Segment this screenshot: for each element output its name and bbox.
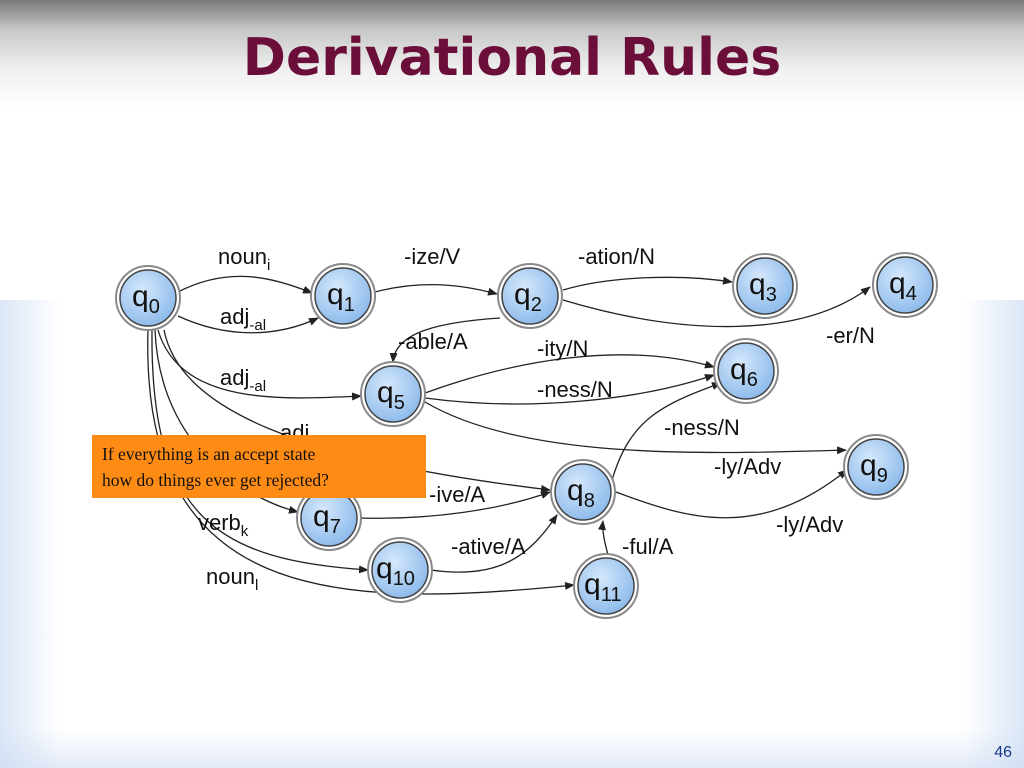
edge-q11-q8: [598, 520, 609, 556]
state-q5: q5: [360, 361, 426, 427]
callout-note-line-1: If everything is an accept state: [102, 444, 316, 464]
svg-text:q1: q1: [327, 278, 355, 316]
state-q9: q9: [843, 434, 909, 500]
callout-note-line-2: how do things ever get rejected?: [102, 470, 329, 490]
state-q1: q1: [310, 263, 376, 329]
right-edge-glow: [964, 300, 1024, 768]
edge-q2-q3: [562, 276, 733, 291]
edge-q5-q9: [424, 401, 847, 455]
svg-text:q11: q11: [584, 568, 621, 606]
svg-text:q10: q10: [376, 552, 415, 590]
edge-label-verb-k: verbk: [198, 510, 249, 540]
edge-label-ative: -ative/A: [451, 534, 526, 559]
svg-text:q0: q0: [132, 280, 160, 318]
edge-q8-q9: [615, 469, 848, 519]
edge-label-ful: -ful/A: [622, 534, 674, 559]
edge-q10-q8: [430, 514, 558, 573]
state-q2: q2: [497, 263, 563, 329]
svg-text:q8: q8: [567, 474, 595, 512]
edge-q1-q2: [374, 283, 498, 296]
edge-q0-q10: [151, 329, 369, 574]
edge-label-ly-q8: -ly/Adv: [776, 512, 843, 537]
edge-label-adj-al-q5: adj-al: [220, 365, 266, 395]
edge-q5-q6-ness: [424, 374, 715, 405]
edge-label-adj-al-q1: adj-al: [220, 304, 266, 334]
edge-q0-q5: [157, 329, 362, 401]
left-edge-glow: [0, 300, 60, 768]
state-q4: q4: [872, 252, 938, 318]
edge-label-able: -able/A: [398, 329, 468, 354]
svg-text:q2: q2: [514, 278, 542, 316]
bottom-edge-glow: [0, 728, 1024, 768]
edge-label-noun-l: nounl: [206, 564, 258, 594]
edge-q0-q1-adj: [177, 315, 319, 334]
state-q3: q3: [732, 253, 798, 319]
edge-label-ize: -ize/V: [404, 244, 461, 269]
edge-label-ive: -ive/A: [429, 482, 486, 507]
edge-label-ness-q8: -ness/N: [664, 415, 740, 440]
state-q11: q11: [573, 553, 639, 619]
page-number: 46: [994, 744, 1012, 761]
edge-q0-q8: [163, 329, 551, 493]
state-q0: q0: [115, 265, 181, 331]
edge-q2-q5: [389, 317, 501, 363]
svg-text:q4: q4: [889, 267, 917, 305]
svg-text:q5: q5: [377, 376, 405, 414]
edge-q7-q8: [359, 491, 551, 519]
edge-label-ation: -ation/N: [578, 244, 655, 269]
svg-text:q9: q9: [860, 449, 888, 487]
callout-note: If everything is an accept state how do …: [92, 435, 426, 498]
state-q10: q10: [367, 537, 433, 603]
edge-label-ity: -ity/N: [537, 336, 588, 361]
edge-q0-q1-noun: [177, 275, 313, 294]
state-q7: q7: [296, 485, 362, 551]
edge-label-ly-q5: -ly/Adv: [714, 454, 781, 479]
edge-q0-q11: [147, 329, 575, 595]
edge-q8-q6: [611, 382, 722, 481]
edge-q2-q4: [562, 286, 871, 328]
slide-title: Derivational Rules: [242, 28, 782, 88]
edge-q5-q6-ity: [424, 354, 715, 394]
svg-text:q3: q3: [749, 268, 777, 306]
state-q6: q6: [713, 338, 779, 404]
svg-text:q7: q7: [313, 500, 341, 538]
edge-label-er: -er/N: [826, 323, 875, 348]
edge-label-noun-i: nouni: [218, 244, 270, 274]
svg-text:q6: q6: [730, 353, 758, 391]
edge-label-ness-q5: -ness/N: [537, 377, 613, 402]
state-q8: q8: [550, 459, 616, 525]
